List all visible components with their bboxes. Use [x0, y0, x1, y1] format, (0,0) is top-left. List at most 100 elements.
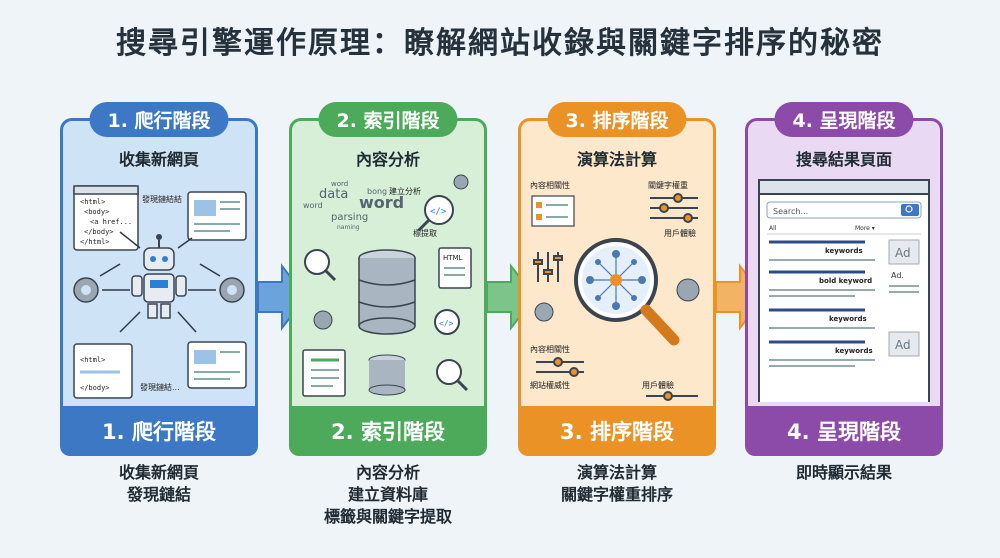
- stage-index: 2. 索引階段 內容分析 word data word word bong pa…: [289, 102, 487, 456]
- stage-description: 演算法計算 關鍵字權重排序: [518, 462, 716, 506]
- svg-text:HTML: HTML: [443, 254, 463, 262]
- result-item: keywords: [769, 240, 875, 261]
- gear-icon: [453, 174, 469, 190]
- code-line: <html>: [80, 198, 105, 206]
- page-title: 搜尋引擎運作原理：瞭解網站收錄與關鍵字排序的秘密: [116, 26, 884, 61]
- crawl-illustration: <html> <body> <a href... </body> </html>…: [73, 185, 247, 399]
- svg-text:</>: </>: [430, 207, 447, 217]
- equalizer-icon: [533, 252, 563, 282]
- webpage-icon: [187, 191, 247, 241]
- gear-icon: [73, 277, 99, 303]
- svg-text:word: word: [359, 193, 404, 212]
- crawler-robot-icon: [131, 234, 187, 319]
- ad-label: Ad.: [891, 271, 904, 280]
- checklist-icon: [531, 195, 575, 227]
- ranking-illustration: 內容相關性 關鍵字權重 用戶體驗 內容相關性 網站權威性 用戶體驗: [530, 180, 700, 401]
- search-placeholder: Search...: [773, 207, 808, 216]
- browser-window: [758, 179, 930, 402]
- stage-pill: 1. 爬行階段: [89, 102, 229, 137]
- desc-line: 演算法計算: [576, 463, 657, 482]
- magnifier-icon: [436, 359, 469, 392]
- result-item: keywords: [769, 340, 875, 367]
- stage-pill: 4. 呈現階段: [774, 102, 914, 137]
- stage-pill: 3. 排序階段: [547, 102, 687, 137]
- html-window-icon: <html> </body>: [73, 343, 133, 399]
- factor-label: 內容相關性: [530, 180, 570, 190]
- gear-icon: [313, 310, 333, 330]
- stage-banner: 3. 排序階段: [518, 406, 716, 456]
- svg-text:parsing: parsing: [331, 212, 368, 223]
- magnifier-network-icon: [574, 238, 680, 346]
- svg-text:bold keyword: bold keyword: [819, 277, 872, 285]
- tab-more: More ▾: [855, 225, 875, 232]
- stage-ranking: 3. 排序階段 演算法計算 內容相關性 關鍵字權重 用戶體驗 內容相關性 網站權…: [518, 102, 716, 456]
- stage-subtitle: 搜尋結果頁面: [795, 150, 892, 169]
- desc-line: 收集新網頁: [118, 463, 199, 482]
- desc-line: 發現鏈結: [126, 485, 191, 504]
- factor-label: 用戶體驗: [664, 228, 696, 238]
- svg-text:word: word: [331, 180, 348, 188]
- word-cloud: word data word word bong parsing naming: [303, 180, 404, 231]
- html-window-icon: <html> <body> <a href... </body> </html>: [73, 185, 139, 251]
- ad-box: Ad: [888, 239, 920, 265]
- link-label: 發現鏈結...: [140, 382, 180, 392]
- stage-results: 4. 呈現階段 搜尋結果頁面 Search... All More ▾ keyw…: [745, 102, 943, 456]
- slider-icon: [536, 357, 584, 377]
- stage-banner: 1. 爬行階段: [60, 406, 258, 456]
- factor-label: 網站權威性: [530, 380, 570, 390]
- svg-text:keywords: keywords: [829, 315, 867, 323]
- slider-icon: [646, 391, 698, 401]
- stage-description: 即時顯示結果: [745, 462, 943, 484]
- code-line: </body>: [80, 384, 110, 392]
- gear-icon: [676, 278, 700, 302]
- database-icon: [358, 249, 416, 335]
- stage-description: 內容分析 建立資料庫 標籤與關鍵字提取: [289, 462, 487, 528]
- stage-subtitle: 演算法計算: [576, 150, 657, 169]
- svg-text:naming: naming: [337, 224, 360, 231]
- stage-description: 收集新網頁 發現鏈結: [60, 462, 258, 506]
- factor-label: 用戶體驗: [642, 380, 674, 390]
- analysis-label: 建立分析: [389, 186, 421, 196]
- desc-line: 內容分析: [355, 463, 420, 482]
- index-illustration: word data word word bong parsing naming …: [302, 174, 472, 397]
- extract-label: 標提取: [413, 228, 437, 238]
- svg-text:</>: </>: [439, 319, 454, 328]
- stage-banner: 2. 索引階段: [289, 406, 487, 456]
- stage-subtitle: 收集新網頁: [118, 150, 199, 169]
- ad-box: Ad: [888, 331, 920, 357]
- link-label: 發現鏈結結: [142, 194, 182, 204]
- code-line: <body>: [84, 208, 109, 216]
- gear-icon: [534, 302, 554, 322]
- svg-text:Ad: Ad: [895, 246, 911, 260]
- stage-pill: 2. 索引階段: [318, 102, 458, 137]
- desc-line: 即時顯示結果: [795, 463, 892, 482]
- html-document-icon: HTML: [438, 247, 472, 289]
- stage-crawl: 1. 爬行階段 收集新網頁 <html> <body> <a href... <…: [60, 102, 258, 456]
- svg-text:keywords: keywords: [825, 247, 863, 255]
- svg-text:word: word: [303, 201, 323, 210]
- svg-text:Ad: Ad: [895, 338, 911, 352]
- code-magnifier-icon: </>: [434, 309, 460, 335]
- stage-banner: 4. 呈現階段: [745, 406, 943, 456]
- desc-line: 關鍵字權重排序: [560, 485, 673, 504]
- code-line: </html>: [80, 238, 110, 246]
- svg-text:bong: bong: [367, 187, 387, 196]
- serp-illustration: Search... All More ▾ keywords bold keywo…: [758, 179, 930, 402]
- factor-label: 內容相關性: [530, 344, 570, 354]
- document-list-icon: [302, 349, 346, 397]
- desc-line: 標籤與關鍵字提取: [323, 507, 452, 526]
- database-icon: [368, 354, 406, 396]
- gear-icon: [219, 277, 245, 303]
- tab-all: All: [769, 225, 777, 232]
- stage-subtitle: 內容分析: [355, 150, 420, 169]
- code-line: <a href...: [90, 218, 132, 226]
- code-line: <html>: [80, 356, 105, 364]
- factor-label: 關鍵字權重: [648, 180, 688, 190]
- result-item: bold keyword: [769, 270, 875, 297]
- webpage-icon: [187, 341, 247, 389]
- result-item: keywords: [769, 308, 875, 329]
- slider-icon: [650, 193, 698, 223]
- code-line: </body>: [84, 228, 114, 236]
- svg-text:keywords: keywords: [835, 347, 873, 355]
- desc-line: 建立資料庫: [347, 485, 428, 504]
